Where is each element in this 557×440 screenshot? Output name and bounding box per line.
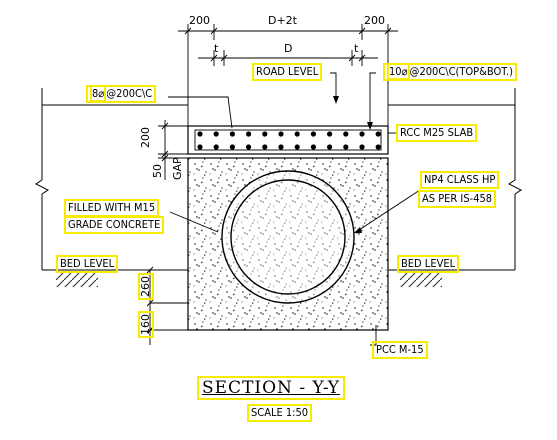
dim-slab-depth: 200 xyxy=(139,127,152,148)
rebar-top xyxy=(213,131,219,137)
rebar-dots xyxy=(197,131,381,150)
rebar-bottom xyxy=(294,144,300,150)
dim-gap-label: GAP xyxy=(171,157,184,180)
scale-label: SCALE 1:50 xyxy=(247,404,313,422)
rcc-slab xyxy=(187,125,389,159)
rebar-left-label: 8⌀@200C\C xyxy=(86,85,157,103)
pipe-label-line1: NP4 CLASS HP xyxy=(420,171,500,189)
rebar-bottom xyxy=(213,144,219,150)
filled-label-line2: GRADE CONCRETE xyxy=(64,216,165,234)
rebar-left-prefix: 8⌀ xyxy=(90,85,107,102)
filled-label-line1: FILLED WITH M15 xyxy=(64,199,160,217)
dim-top-left: 200 xyxy=(189,14,210,27)
bed-level-right-label: BED LEVEL xyxy=(397,255,460,273)
rebar-bottom xyxy=(327,144,333,150)
rebar-right-prefix: 10⌀ xyxy=(387,63,410,80)
rebar-top xyxy=(229,131,235,137)
dim-depth-260: 260 xyxy=(138,273,154,300)
bed-level-left-label: BED LEVEL xyxy=(56,255,119,273)
leader-arrows xyxy=(333,96,373,233)
rebar-left-spacing: @200C\C xyxy=(106,87,153,100)
dim-t-left: t xyxy=(214,42,219,55)
rebar-bottom xyxy=(359,144,365,150)
left-dimensions xyxy=(146,120,188,345)
road-level-label: ROAD LEVEL xyxy=(252,63,323,81)
dim-top-mid: D+2t xyxy=(268,14,297,27)
rebar-top xyxy=(278,131,284,137)
ground-lines xyxy=(35,88,522,270)
rebar-top xyxy=(197,131,203,137)
dim-top-right: 200 xyxy=(364,14,385,27)
rebar-bottom xyxy=(262,144,268,150)
rebar-bottom xyxy=(229,144,235,150)
rebar-right-label: 10⌀@200C\C(TOP&BOT.) xyxy=(383,63,517,81)
section-title: SECTION - Y-Y xyxy=(197,376,345,400)
rebar-bottom xyxy=(246,144,252,150)
dim-depth-160: 160 xyxy=(138,311,154,338)
rebar-top xyxy=(375,131,381,137)
rebar-bottom xyxy=(197,144,203,150)
dim-d: D xyxy=(284,42,293,55)
rebar-top xyxy=(262,131,268,137)
rebar-right-spacing: @200C\C(TOP&BOT.) xyxy=(409,65,513,78)
rebar-top xyxy=(343,131,349,137)
rebar-top xyxy=(246,131,252,137)
rebar-top xyxy=(294,131,300,137)
hume-pipe xyxy=(221,170,355,304)
rebar-bottom xyxy=(310,144,316,150)
rebar-bottom xyxy=(375,144,381,150)
rebar-top xyxy=(327,131,333,137)
rebar-bottom xyxy=(343,144,349,150)
rebar-bottom xyxy=(278,144,284,150)
top-dimensions xyxy=(178,24,398,126)
dim-t-right: t xyxy=(354,42,359,55)
pcc-label: PCC M-15 xyxy=(372,341,428,359)
pipe-label-line2: AS PER IS-458 xyxy=(418,190,497,208)
slab-label: RCC M25 SLAB xyxy=(396,124,478,142)
rebar-top xyxy=(310,131,316,137)
rebar-top xyxy=(359,131,365,137)
dim-gap-value: 50 xyxy=(151,164,164,178)
bed-level-left xyxy=(42,269,188,287)
bed-level-right xyxy=(388,269,515,287)
